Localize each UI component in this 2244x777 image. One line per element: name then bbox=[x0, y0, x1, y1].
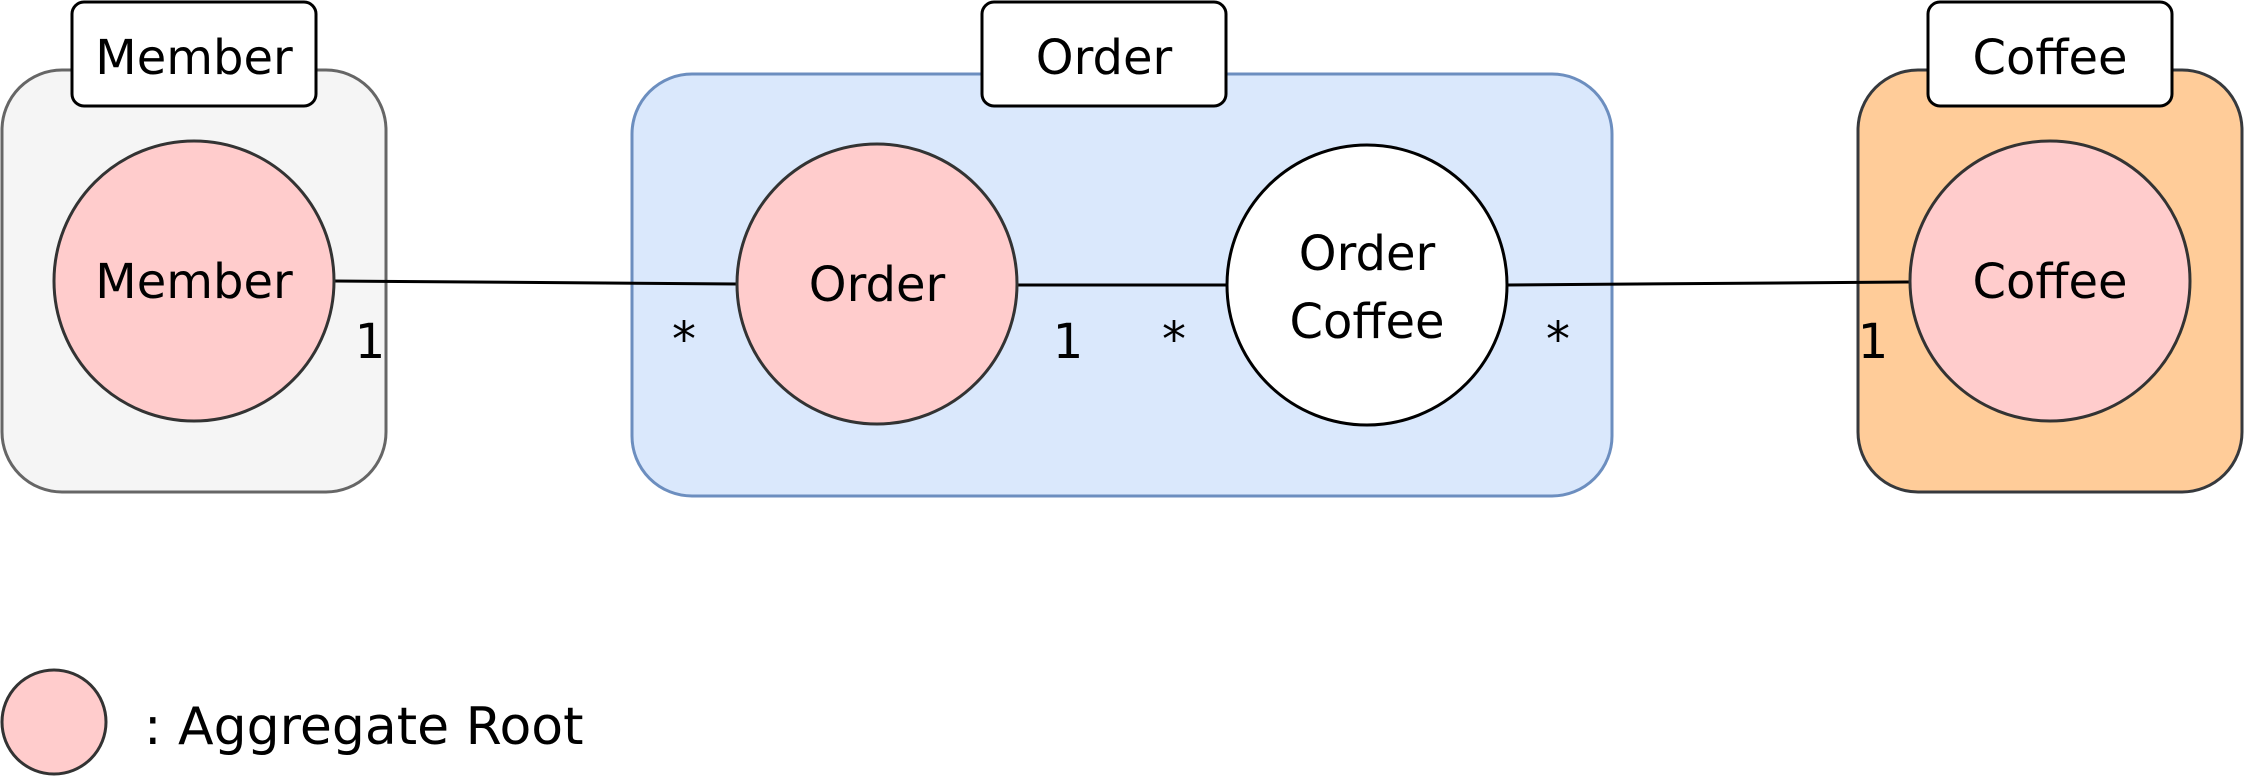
member-context-title-text: Member bbox=[95, 30, 293, 86]
ordercoffee-coffee-to-multiplicity: 1 bbox=[1858, 314, 1889, 370]
order-node-label: Order bbox=[809, 257, 946, 313]
aggregate-root-legend-swatch bbox=[0, 668, 108, 776]
order-coffee-node-label-line1: Order bbox=[1299, 226, 1436, 282]
member-order-to-multiplicity: * bbox=[672, 312, 696, 368]
order-coffee-node-label-line2: Coffee bbox=[1289, 294, 1444, 350]
order-aggregate-root-node: Order bbox=[735, 142, 1019, 426]
coffee-context-title-text: Coffee bbox=[1972, 30, 2127, 86]
coffee-context-title: Coffee bbox=[1926, 0, 2174, 108]
legend: : Aggregate Root bbox=[0, 668, 583, 776]
member-context-title: Member bbox=[70, 0, 318, 108]
order-ordercoffee-to-multiplicity: * bbox=[1162, 312, 1186, 368]
member-order-from-multiplicity: 1 bbox=[355, 314, 386, 370]
ordercoffee-coffee-from-multiplicity: * bbox=[1546, 312, 1570, 368]
coffee-node-label: Coffee bbox=[1972, 254, 2127, 310]
member-order-relation-line bbox=[333, 279, 738, 286]
order-ordercoffee-from-multiplicity: 1 bbox=[1053, 314, 1084, 370]
member-node-label: Member bbox=[95, 254, 293, 310]
coffee-aggregate-root-node: Coffee bbox=[1908, 139, 2192, 423]
order-coffee-entity-node: Order Coffee bbox=[1225, 143, 1509, 427]
legend-label: : Aggregate Root bbox=[144, 697, 583, 757]
order-context-title: Order bbox=[980, 0, 1228, 108]
order-context-title-text: Order bbox=[1036, 30, 1173, 86]
member-aggregate-root-node: Member bbox=[52, 139, 336, 423]
ordercoffee-coffee-relation-line bbox=[1507, 280, 1911, 287]
